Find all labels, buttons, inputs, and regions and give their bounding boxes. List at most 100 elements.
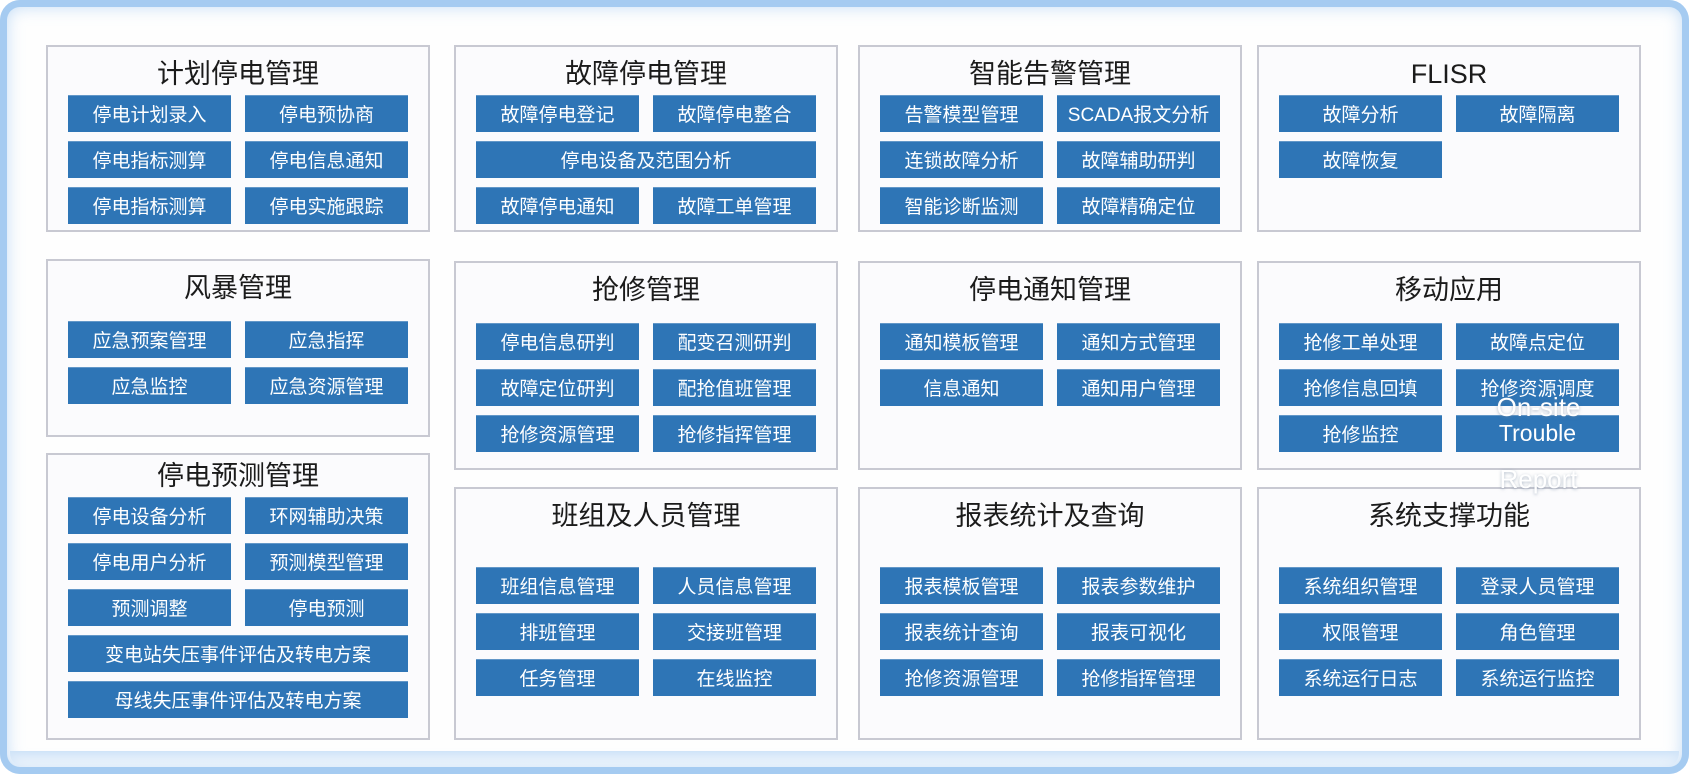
module-button[interactable]: 班组信息管理 <box>476 567 639 604</box>
module-button-grid: 停电信息研判配变召测研判故障定位研判配抢值班管理抢修资源管理抢修指挥管理 <box>476 323 816 452</box>
module-button[interactable]: SCADA报文分析 <box>1057 95 1220 132</box>
module-button[interactable]: 故障恢复 <box>1279 141 1442 178</box>
module-button[interactable]: 故障停电通知 <box>476 187 639 224</box>
module-button[interactable]: 登录人员管理 <box>1456 567 1619 604</box>
module-button-grid: 系统组织管理登录人员管理权限管理角色管理系统运行日志系统运行监控 <box>1279 567 1619 696</box>
module-button[interactable]: 抢修监控 <box>1279 415 1442 452</box>
module-button[interactable]: 通知用户管理 <box>1057 369 1220 406</box>
panel-flisr: FLISR 故障分析故障隔离故障恢复 <box>1257 45 1641 232</box>
module-button-grid: 抢修工单处理故障点定位抢修信息回填抢修资源调度抢修监控 Trouble <box>1279 323 1619 452</box>
module-button[interactable]: 人员信息管理 <box>653 567 816 604</box>
module-button-grid: 故障分析故障隔离故障恢复 <box>1279 95 1619 178</box>
module-button-grid: 通知模板管理通知方式管理信息通知通知用户管理 <box>880 323 1220 406</box>
panel-system-support-functions: 系统支撑功能系统组织管理登录人员管理权限管理角色管理系统运行日志系统运行监控 <box>1257 487 1641 740</box>
module-button[interactable]: 抢修资源管理 <box>476 415 639 452</box>
module-button[interactable]: 报表可视化 <box>1057 613 1220 650</box>
module-button[interactable]: 配抢值班管理 <box>653 369 816 406</box>
panel-storm-management: 风暴管理应急预案管理应急指挥应急监控应急资源管理 <box>46 259 430 437</box>
module-button[interactable]: 配变召测研判 <box>653 323 816 360</box>
module-button[interactable]: 母线失压事件评估及转电方案 <box>68 681 408 718</box>
module-button[interactable]: 停电计划录入 <box>68 95 231 132</box>
panel-mobile-application: 移动应用抢修工单处理故障点定位抢修信息回填抢修资源调度抢修监控 Trouble <box>1257 261 1641 470</box>
panel-outage-notification-management: 停电通知管理通知模板管理通知方式管理信息通知通知用户管理 <box>858 261 1242 470</box>
module-button[interactable]: 在线监控 <box>653 659 816 696</box>
module-button[interactable]: 抢修资源调度 <box>1456 369 1619 406</box>
module-button[interactable]: 通知模板管理 <box>880 323 1043 360</box>
module-button[interactable]: 故障工单管理 <box>653 187 816 224</box>
module-button[interactable]: 停电预测 <box>245 589 408 626</box>
module-button[interactable]: 环网辅助决策 <box>245 497 408 534</box>
panel-title: 班组及人员管理 <box>551 501 741 531</box>
module-button-grid: 应急预案管理应急指挥应急监控应急资源管理 <box>68 321 408 404</box>
module-button[interactable]: 交接班管理 <box>653 613 816 650</box>
module-button[interactable]: 停电信息通知 <box>245 141 408 178</box>
module-button[interactable]: 预测调整 <box>68 589 231 626</box>
module-button[interactable]: 通知方式管理 <box>1057 323 1220 360</box>
module-button[interactable]: 系统运行监控 <box>1456 659 1619 696</box>
panel-report-statistics-query: 报表统计及查询报表模板管理报表参数维护报表统计查询报表可视化抢修资源管理抢修指挥… <box>858 487 1242 740</box>
module-button[interactable]: 应急资源管理 <box>245 367 408 404</box>
module-button-grid: 告警模型管理 SCADA报文分析连锁故障分析故障辅助研判智能诊断监测故障精确定位 <box>880 95 1220 224</box>
module-button[interactable]: 故障辅助研判 <box>1057 141 1220 178</box>
module-button[interactable]: 连锁故障分析 <box>880 141 1043 178</box>
module-button[interactable]: 变电站失压事件评估及转电方案 <box>68 635 408 672</box>
module-button-grid: 停电计划录入停电预协商停电指标测算停电信息通知停电指标测算停电实施跟踪 <box>68 95 408 224</box>
panel-intelligent-alarm-management: 智能告警管理告警模型管理 SCADA报文分析连锁故障分析故障辅助研判智能诊断监测故… <box>858 45 1242 232</box>
module-button[interactable]: 停电预协商 <box>245 95 408 132</box>
module-button-grid: 报表模板管理报表参数维护报表统计查询报表可视化抢修资源管理抢修指挥管理 <box>880 567 1220 696</box>
module-button[interactable]: 故障隔离 <box>1456 95 1619 132</box>
module-button[interactable]: 智能诊断监测 <box>880 187 1043 224</box>
module-button[interactable]: 故障点定位 <box>1456 323 1619 360</box>
panel-title: 系统支撑功能 <box>1368 501 1530 531</box>
module-button[interactable]: 抢修信息回填 <box>1279 369 1442 406</box>
module-button[interactable]: 抢修资源管理 <box>880 659 1043 696</box>
module-button[interactable]: 故障停电整合 <box>653 95 816 132</box>
module-button-grid: 班组信息管理人员信息管理排班管理交接班管理任务管理在线监控 <box>476 567 816 696</box>
panel-title: 停电通知管理 <box>969 275 1131 305</box>
panel-title: 故障停电管理 <box>565 59 727 89</box>
panel-team-personnel-management: 班组及人员管理班组信息管理人员信息管理排班管理交接班管理任务管理在线监控 <box>454 487 838 740</box>
panel-title: 移动应用 <box>1395 275 1503 305</box>
module-button[interactable]: 抢修工单处理 <box>1279 323 1442 360</box>
module-button[interactable]: 预测模型管理 <box>245 543 408 580</box>
module-button[interactable]: 报表统计查询 <box>880 613 1043 650</box>
module-button[interactable]: 停电用户分析 <box>68 543 231 580</box>
module-button[interactable]: 故障分析 <box>1279 95 1442 132</box>
module-button[interactable]: 应急预案管理 <box>68 321 231 358</box>
panel-title: 停电预测管理 <box>157 461 319 491</box>
module-button[interactable]: 停电设备分析 <box>68 497 231 534</box>
module-button[interactable]: Trouble <box>1456 415 1619 452</box>
panel-fault-outage-management: 故障停电管理故障停电登记故障停电整合停电设备及范围分析故障停电通知故障工单管理 <box>454 45 838 232</box>
module-button[interactable]: 排班管理 <box>476 613 639 650</box>
panel-outage-forecast-management: 停电预测管理停电设备分析环网辅助决策停电用户分析预测模型管理预测调整停电预测变电… <box>46 453 430 740</box>
module-button[interactable]: 任务管理 <box>476 659 639 696</box>
module-button[interactable]: 系统组织管理 <box>1279 567 1442 604</box>
module-button[interactable]: 报表参数维护 <box>1057 567 1220 604</box>
panel-title: 智能告警管理 <box>969 59 1131 89</box>
module-button[interactable]: 应急指挥 <box>245 321 408 358</box>
module-button[interactable]: 故障定位研判 <box>476 369 639 406</box>
module-button[interactable]: 故障精确定位 <box>1057 187 1220 224</box>
module-button[interactable]: 信息通知 <box>880 369 1043 406</box>
module-button[interactable]: 权限管理 <box>1279 613 1442 650</box>
panel-title: 风暴管理 <box>184 273 292 303</box>
module-button[interactable]: 停电设备及范围分析 <box>476 141 816 178</box>
module-button[interactable]: 停电实施跟踪 <box>245 187 408 224</box>
panel-title: FLISR <box>1410 59 1488 89</box>
module-button[interactable]: 抢修指挥管理 <box>653 415 816 452</box>
module-button[interactable]: 停电指标测算 <box>68 141 231 178</box>
panel-repair-management: 抢修管理停电信息研判配变召测研判故障定位研判配抢值班管理抢修资源管理抢修指挥管理 <box>454 261 838 470</box>
module-button[interactable]: 故障停电登记 <box>476 95 639 132</box>
panel-title: 报表统计及查询 <box>955 501 1145 531</box>
module-button[interactable]: 角色管理 <box>1456 613 1619 650</box>
module-button[interactable]: 应急监控 <box>68 367 231 404</box>
module-button-grid: 停电设备分析环网辅助决策停电用户分析预测模型管理预测调整停电预测变电站失压事件评… <box>68 497 408 718</box>
module-button[interactable]: 系统运行日志 <box>1279 659 1442 696</box>
module-button[interactable]: 停电指标测算 <box>68 187 231 224</box>
panel-planned-outage-management: 计划停电管理停电计划录入停电预协商停电指标测算停电信息通知停电指标测算停电实施跟… <box>46 45 430 232</box>
module-button[interactable]: 报表模板管理 <box>880 567 1043 604</box>
module-button[interactable]: 告警模型管理 <box>880 95 1043 132</box>
module-button[interactable]: 停电信息研判 <box>476 323 639 360</box>
module-button[interactable]: 抢修指挥管理 <box>1057 659 1220 696</box>
